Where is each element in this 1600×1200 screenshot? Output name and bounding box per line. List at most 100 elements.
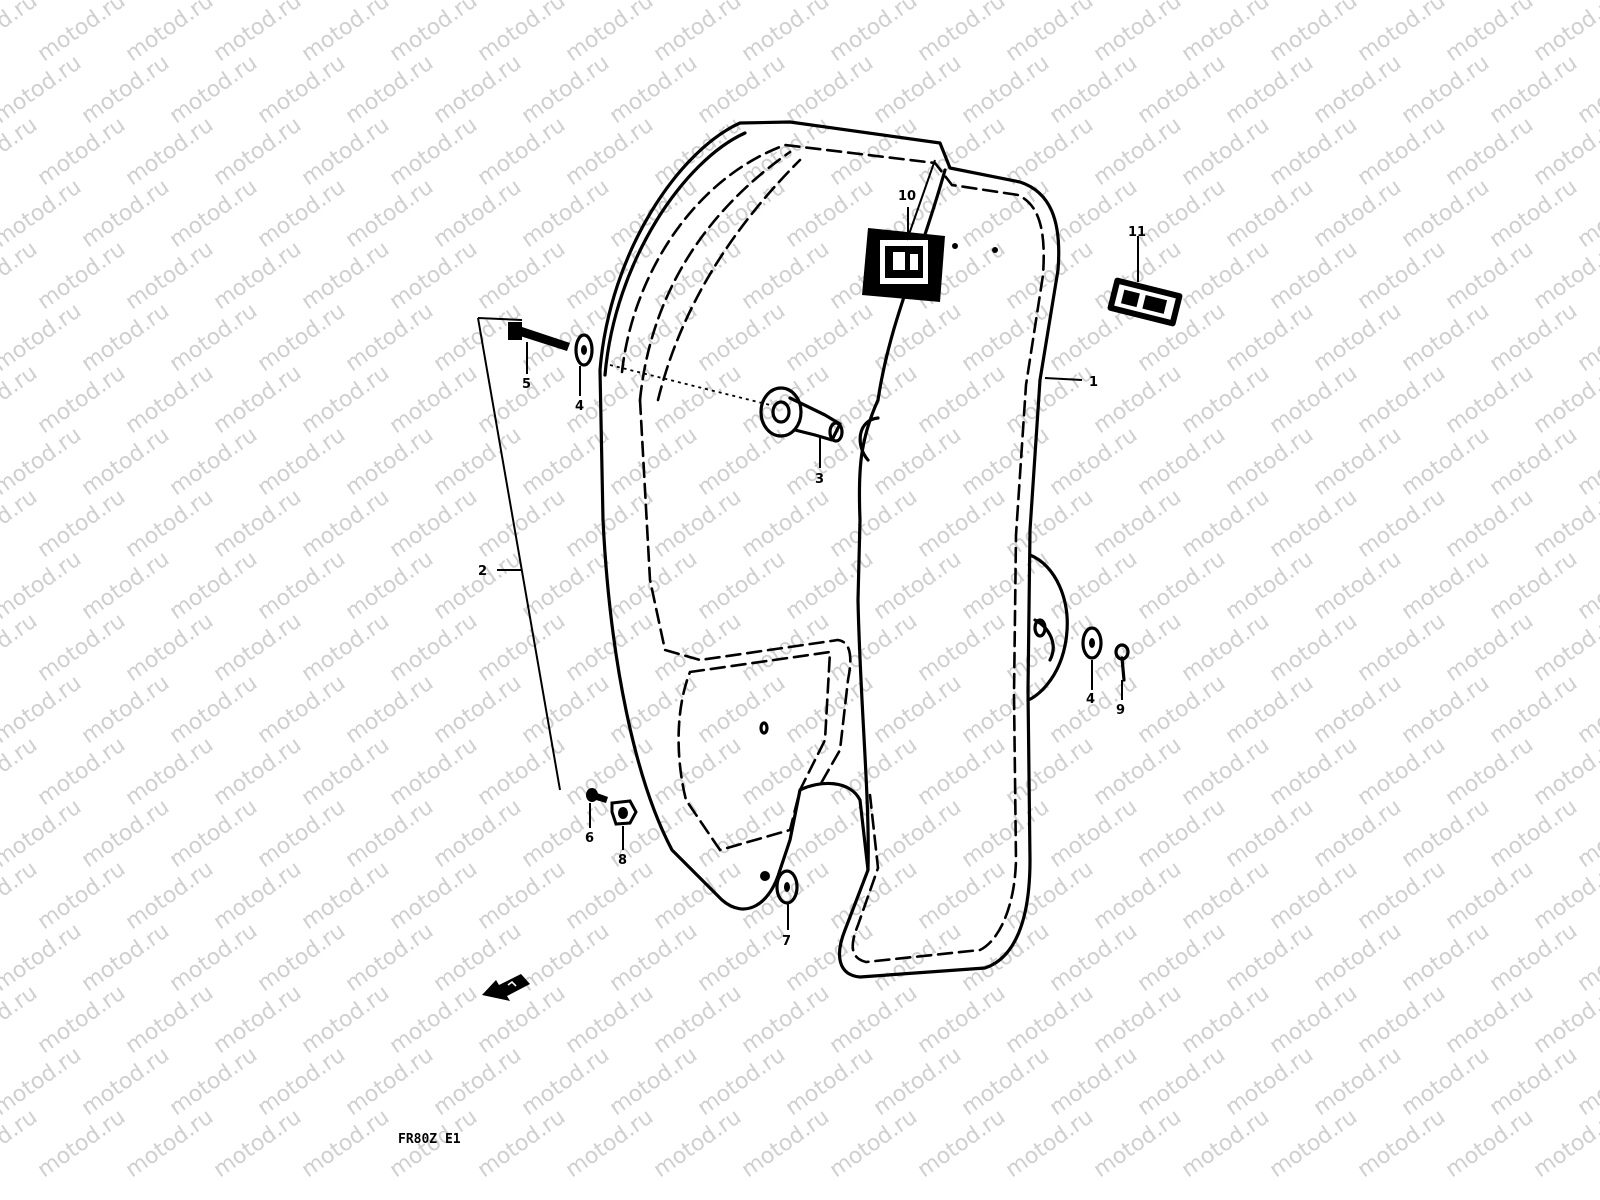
watermark-text: motod.ru [649,1105,746,1183]
watermark-text: motod.ru [1397,51,1494,129]
watermark-text: motod.ru [1397,1043,1494,1121]
watermark-text: motod.ru [253,51,350,129]
watermark-text: motod.ru [1265,361,1362,439]
watermark-text: motod.ru [385,237,482,315]
watermark-text: motod.ru [693,919,790,997]
watermark-text: motod.ru [1265,733,1362,811]
watermark-text: motod.ru [825,0,922,67]
watermark-text: motod.ru [1353,857,1450,935]
watermark-text: motod.ru [561,857,658,935]
watermark-text: motod.ru [869,423,966,501]
front-direction-arrow-icon [482,974,530,1001]
watermark-text: motod.ru [1573,795,1600,873]
watermark-text: motod.ru [165,299,262,377]
watermark-text: motod.ru [693,671,790,749]
watermark-text: motod.ru [297,1105,394,1183]
watermark-text: motod.ru [1397,547,1494,625]
watermark-text: motod.ru [297,485,394,563]
watermark-text: motod.ru [297,0,394,67]
watermark-text: motod.ru [1485,795,1582,873]
watermark-text: motod.ru [165,51,262,129]
watermark-text: motod.ru [297,857,394,935]
watermark-text: motod.ru [1089,857,1186,935]
watermark-text: motod.ru [1353,485,1450,563]
watermark-text: motod.ru [1353,113,1450,191]
watermark-text: motod.ru [825,485,922,563]
screw-part [1114,643,1130,682]
watermark-text: motod.ru [429,547,526,625]
watermark-text: motod.ru [957,919,1054,997]
watermark-text: motod.ru [1441,237,1538,315]
watermark-text: motod.ru [561,485,658,563]
watermark-text: motod.ru [297,609,394,687]
diagram-caption: FR80Z E1 [398,1132,461,1147]
watermark-text: motod.ru [561,733,658,811]
watermark-text: motod.ru [341,175,438,253]
watermark-text: motod.ru [209,237,306,315]
watermark-text: motod.ru [561,0,658,67]
watermark-text: motod.ru [1353,1105,1450,1183]
watermark-text: motod.ru [913,0,1010,67]
watermark-text: motod.ru [1397,671,1494,749]
watermark-text: motod.ru [869,1043,966,1121]
watermark-text: motod.ru [341,423,438,501]
watermark-text: motod.ru [297,733,394,811]
watermark-text: motod.ru [385,857,482,935]
watermark-text: motod.ru [1309,423,1406,501]
watermark-text: motod.ru [1177,485,1274,563]
watermark-text: motod.ru [1045,51,1142,129]
watermark-text: motod.ru [913,733,1010,811]
watermark-text: motod.ru [253,795,350,873]
washer-part [1081,626,1103,660]
watermark-text: motod.ru [781,1043,878,1121]
watermark-text: motod.ru [1265,857,1362,935]
watermark-text: motod.ru [1353,733,1450,811]
watermark-text: motod.ru [1309,795,1406,873]
watermark-text: motod.ru [1045,919,1142,997]
watermark-text: motod.ru [121,237,218,315]
watermark-text: motod.ru [605,919,702,997]
watermark-text: motod.ru [737,981,834,1059]
watermark-text: motod.ru [341,671,438,749]
watermark-text: motod.ru [737,857,834,935]
watermark-text: motod.ru [1309,175,1406,253]
watermark-text: motod.ru [121,857,218,935]
watermark-text: motod.ru [77,919,174,997]
watermark-text: motod.ru [1001,237,1098,315]
watermark-text: motod.ru [1045,795,1142,873]
watermark-text: motod.ru [429,423,526,501]
watermark-text: motod.ru [561,237,658,315]
watermark-text: motod.ru [1397,423,1494,501]
watermark-text: motod.ru [1221,671,1318,749]
watermark-text: motod.ru [0,0,42,67]
watermark-text: motod.ru [473,0,570,67]
watermark-text: motod.ru [649,0,746,67]
watermark-text: motod.ru [253,547,350,625]
watermark-text: motod.ru [1441,361,1538,439]
part-number-5: 5 [522,377,531,392]
watermark-text: motod.ru [1573,299,1600,377]
watermark-text: motod.ru [737,1105,834,1183]
watermark-text: motod.ru [429,671,526,749]
watermark-text: motod.ru [341,547,438,625]
watermark-text: motod.ru [33,857,130,935]
watermark-text: motod.ru [77,299,174,377]
watermark-text: motod.ru [253,919,350,997]
watermark-text: motod.ru [209,1105,306,1183]
watermark-text: motod.ru [33,981,130,1059]
watermark-text: motod.ru [1485,175,1582,253]
watermark-text: motod.ru [517,51,614,129]
watermark-text: motod.ru [825,1105,922,1183]
watermark-text: motod.ru [297,237,394,315]
watermark-text: motod.ru [1309,671,1406,749]
watermark-text: motod.ru [253,1043,350,1121]
watermark-text: motod.ru [1397,919,1494,997]
watermark-text: motod.ru [121,609,218,687]
watermark-text: motod.ru [781,299,878,377]
screw-part [586,788,608,803]
watermark-text: motod.ru [517,423,614,501]
watermark-text: motod.ru [957,175,1054,253]
watermark-text: motod.ru [1265,237,1362,315]
watermark-text: motod.ru [517,547,614,625]
